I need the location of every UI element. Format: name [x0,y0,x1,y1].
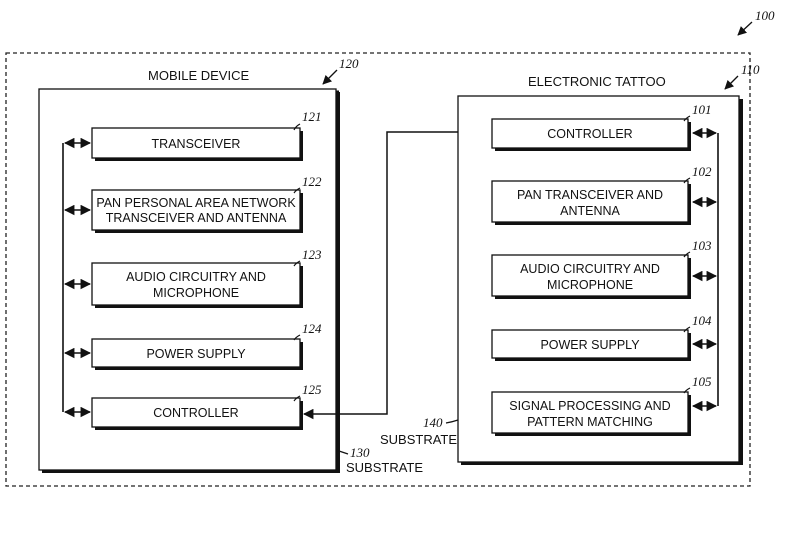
figure-ref-label: 100 [755,8,775,23]
electronic-tattoo-ref: 110 [741,62,760,77]
block-122-text-line1: PAN PERSONAL AREA NETWORK [96,196,296,210]
block-104-text: POWER SUPPLY [540,338,640,352]
system-boundary [5,52,751,487]
mobile-device: MOBILE DEVICE 120 130 SUBSTRATE TRANSCEI… [38,56,423,475]
block-105-text-line2: PATTERN MATCHING [527,415,653,429]
block-transceiver: TRANSCEIVER 121 [63,109,322,161]
block-125-ref: 125 [302,382,322,397]
block-signal-processing-pattern-matching: SIGNAL PROCESSING AND PATTERN MATCHING 1… [491,374,718,436]
tattoo-substrate-label: SUBSTRATE [380,432,457,447]
electronic-tattoo-title: ELECTRONIC TATTOO [528,74,666,89]
electronic-tattoo: ELECTRONIC TATTOO 110 140 SUBSTRATE CONT… [380,62,760,465]
block-102-text-line2: ANTENNA [560,204,620,218]
mobile-device-ref: 120 [339,56,359,71]
block-104-ref: 104 [692,313,712,328]
block-121-ref: 121 [302,109,322,124]
block-121-text: TRANSCEIVER [152,137,241,151]
block-controller-tattoo: CONTROLLER 101 [491,102,718,151]
block-103-text-line1: AUDIO CIRCUITRY AND [520,262,660,276]
block-pan-transceiver-antenna-tattoo: PAN TRANSCEIVER AND ANTENNA 102 [491,164,718,225]
block-105-text-line1: SIGNAL PROCESSING AND [509,399,670,413]
controller-link [302,126,492,420]
block-105-ref: 105 [692,374,712,389]
mobile-substrate-label: SUBSTRATE [346,460,423,475]
block-102-text-line1: PAN TRANSCEIVER AND [517,188,663,202]
figure-ref-100: 100 [737,8,775,36]
block-103-text-line2: MICROPHONE [547,278,633,292]
block-123-text-line2: MICROPHONE [153,286,239,300]
block-101-ref: 101 [692,102,712,117]
block-122-text-line2: TRANSCEIVER AND ANTENNA [106,211,287,225]
block-audio-circuitry-microphone-tattoo: AUDIO CIRCUITRY AND MICROPHONE 103 [491,238,718,299]
block-123-ref: 123 [302,247,322,262]
mobile-substrate-ref: 130 [350,445,370,460]
block-power-supply: POWER SUPPLY 124 [63,321,322,370]
block-pan-transceiver-antenna: PAN PERSONAL AREA NETWORK TRANSCEIVER AN… [63,174,322,233]
block-102-ref: 102 [692,164,712,179]
block-power-supply-tattoo: POWER SUPPLY 104 [491,313,718,361]
block-123-text-line1: AUDIO CIRCUITRY AND [126,270,266,284]
block-122-ref: 122 [302,174,322,189]
block-124-ref: 124 [302,321,322,336]
block-101-text: CONTROLLER [547,127,632,141]
block-125-text: CONTROLLER [153,406,238,420]
block-124-text: POWER SUPPLY [146,347,246,361]
block-103-ref: 103 [692,238,712,253]
tattoo-substrate-ref: 140 [423,415,443,430]
mobile-device-title: MOBILE DEVICE [148,68,249,83]
